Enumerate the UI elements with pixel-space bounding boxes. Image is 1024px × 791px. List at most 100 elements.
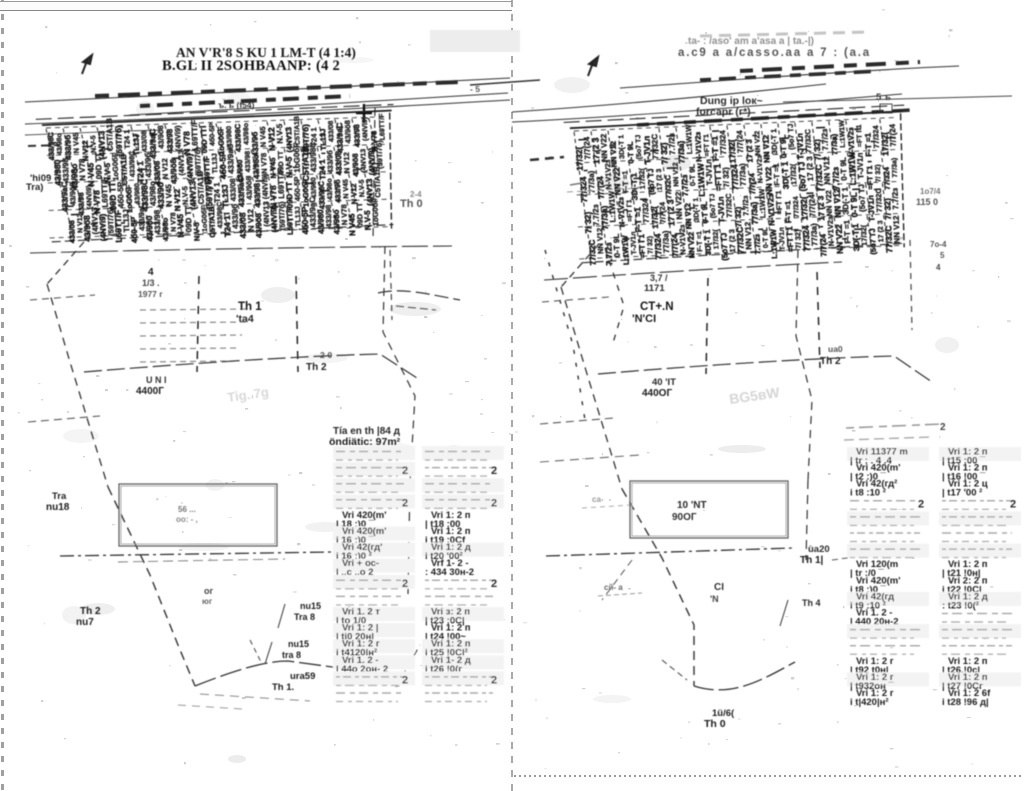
svg-text:2: 2 bbox=[402, 465, 408, 477]
svg-text:'ta4: 'ta4 bbox=[236, 313, 254, 325]
svg-text:N-V1V2з: N-V1V2з bbox=[677, 224, 687, 255]
svg-text:| t2 :)0 ¯: | t2 :)0 ¯ bbox=[850, 472, 887, 483]
svg-text:=FТ Г1: =FТ Г1 bbox=[637, 234, 647, 258]
svg-text:N.V-5: N.V-5 bbox=[90, 135, 98, 153]
svg-text:NN V22: NN V22 bbox=[686, 232, 696, 259]
svg-text:7/7(24: 7/7(24 bbox=[596, 176, 606, 200]
svg-text:'N: 'N bbox=[710, 594, 719, 604]
svg-text:L:1W1W: L:1W1W bbox=[607, 190, 617, 222]
svg-text:2: 2 bbox=[491, 578, 497, 590]
svg-text:(59T/7б): (59T/7б) bbox=[277, 201, 287, 231]
svg-text:N V12: N V12 bbox=[342, 152, 352, 173]
svg-text:N V45: N V45 bbox=[268, 157, 278, 178]
svg-text:i t8 :)0 ¯: i t8 :)0 ¯ bbox=[850, 584, 887, 595]
svg-text:TL13J: TL13J bbox=[318, 128, 328, 150]
svg-text:N V12: N V12 bbox=[349, 183, 359, 204]
svg-text:Vri 1: 2 д: Vri 1: 2 д bbox=[948, 591, 988, 602]
svg-text:NN V12: NN V12 bbox=[683, 203, 693, 230]
svg-text:77/324: 77/324 bbox=[882, 166, 892, 190]
svg-text:(59T/7б): (59T/7б) bbox=[203, 176, 214, 209]
svg-text:77/3а): 77/3а) bbox=[587, 170, 597, 193]
svg-text:(5о7 TJ: (5о7 TJ bbox=[786, 123, 796, 150]
svg-text:2: 2 bbox=[918, 498, 924, 510]
svg-text:4б0-5P: 4б0-5P bbox=[292, 176, 302, 201]
svg-text:N V45: N V45 bbox=[175, 214, 186, 238]
svg-text:43/980: 43/980 bbox=[144, 215, 155, 242]
svg-text:77/3а): 77/3а) bbox=[677, 140, 687, 163]
svg-text:T-JV1л: T-JV1л bbox=[630, 231, 638, 254]
svg-text:C5T/A1B: C5T/A1B bbox=[105, 118, 115, 152]
svg-text:(4NVi9): (4NVi9) bbox=[173, 125, 183, 151]
svg-text:1оG0бF: 1оG0бF bbox=[301, 178, 311, 207]
svg-text:ЗD(-T 1: ЗD(-T 1 bbox=[618, 135, 626, 160]
svg-text:433/98C: 433/98C bbox=[317, 180, 327, 209]
svg-text:7/ 32): 7/ 32) bbox=[793, 229, 803, 249]
svg-text:T-JV1л: T-JV1л bbox=[779, 227, 787, 250]
svg-text:7/ 32): 7/ 32) bbox=[582, 211, 593, 233]
svg-text:17/32(: 17/32( bbox=[650, 205, 660, 228]
svg-text:N V78: N V78 bbox=[91, 190, 102, 214]
svg-text:nu15: nu15 bbox=[288, 639, 309, 649]
svg-text:0-T 9L: 0-T 9L bbox=[849, 192, 860, 217]
svg-text:nu18: nu18 bbox=[46, 502, 70, 513]
svg-text:ВG5вW: ВG5вW bbox=[728, 384, 781, 407]
svg-text:Vri 1: 2 п: Vri 1: 2 п bbox=[948, 447, 988, 458]
svg-text:i t|420|н²: i t|420|н² bbox=[850, 697, 889, 708]
svg-text:NN V22: NN V22 bbox=[612, 166, 622, 195]
svg-text:N V12: N V12 bbox=[81, 140, 91, 161]
svg-text:77/324: 77/324 bbox=[718, 130, 728, 155]
svg-text:B.GL II 2SOHBAANP: (4 2: B.GL II 2SOHBAANP: (4 2 bbox=[162, 58, 340, 74]
svg-text:433/98C: 433/98C bbox=[129, 151, 137, 178]
svg-text:7/7(24: 7/7(24 bbox=[670, 233, 680, 257]
svg-text:433/98C: 433/98C bbox=[46, 131, 56, 160]
svg-text:1оG0бF: 1оG0бF bbox=[292, 143, 302, 173]
svg-text:43/98о: 43/98о bbox=[148, 181, 158, 206]
svg-text:09D TT: 09D TT bbox=[94, 152, 104, 179]
svg-text:17/32(: 17/32( bbox=[727, 139, 738, 164]
svg-text:(5о7 TJ: (5о7 TJ bbox=[857, 184, 867, 212]
svg-text:433/98: 433/98 bbox=[76, 192, 86, 215]
svg-text:TL13J: TL13J bbox=[221, 184, 231, 207]
svg-text:(4NV13: (4NV13 bbox=[261, 201, 271, 227]
svg-text:- 5: - 5 bbox=[470, 84, 480, 94]
svg-text:T24 1: T24 1 bbox=[222, 215, 233, 237]
svg-text:L:1W1W: L:1W1W bbox=[846, 151, 857, 186]
svg-text:F-T =1: F-T =1 bbox=[772, 163, 782, 186]
svg-text:(5о7 TJ: (5о7 TJ bbox=[635, 135, 643, 160]
svg-text:0-T 9L: 0-T 9L bbox=[612, 233, 622, 257]
svg-text:7.7/2з: 7.7/2з bbox=[752, 234, 762, 255]
svg-text:N V12: N V12 bbox=[173, 188, 183, 211]
svg-text:7/7(24: 7/7(24 bbox=[888, 123, 898, 147]
svg-text:77/324: 77/324 bbox=[729, 164, 740, 191]
svg-text:433/98C: 433/98C bbox=[308, 142, 318, 173]
svg-text:Th 2: Th 2 bbox=[80, 606, 101, 617]
svg-text:N V78: N V78 bbox=[181, 131, 192, 155]
svg-text:(4NVi9): (4NVi9) bbox=[362, 117, 370, 141]
svg-text:56 ...: 56 ... bbox=[178, 505, 196, 514]
svg-text:N V12: N V12 bbox=[160, 158, 170, 179]
svg-text:C5T/A1B: C5T/A1B bbox=[372, 166, 382, 198]
svg-text:=FТ Г1: =FТ Г1 bbox=[856, 124, 864, 147]
svg-text:17/32(: 17/32( bbox=[788, 163, 798, 185]
svg-text:a.c9 a a/casso.aa a 7 : (a.a: a.c9 a a/casso.aa a 7 : (a.a bbox=[678, 47, 871, 59]
svg-text:77/32C: 77/32C bbox=[724, 193, 734, 218]
svg-text:09D TT: 09D TT bbox=[184, 205, 194, 232]
svg-text:433/98: 433/98 bbox=[245, 151, 253, 173]
svg-text:| t26.!0с|: | t26.!0с| bbox=[942, 665, 980, 676]
svg-text:Vri 1: 2 п: Vri 1: 2 п bbox=[948, 559, 988, 570]
svg-text:N V78: N V78 bbox=[78, 158, 88, 181]
svg-text:77/32C: 77/32C bbox=[813, 164, 824, 192]
svg-text:43/980: 43/980 bbox=[310, 177, 318, 199]
svg-text:1оG0бF: 1оG0бF bbox=[124, 184, 134, 213]
svg-text:90ОГ: 90ОГ bbox=[672, 512, 697, 523]
svg-text:N-V1V2з: N-V1V2з bbox=[826, 216, 836, 247]
svg-text:C5T/A1B: C5T/A1B bbox=[300, 146, 311, 182]
svg-text:fоrсарr (г*): fоrсарr (г*) bbox=[696, 106, 751, 118]
svg-text:433/9б: 433/9б bbox=[230, 204, 240, 229]
svg-text:4: 4 bbox=[936, 263, 941, 272]
svg-text:433/08: 433/08 bbox=[67, 220, 77, 243]
svg-text:i t25 !0C|²: i t25 !0C|² bbox=[425, 648, 468, 659]
svg-text:N V12: N V12 bbox=[246, 208, 256, 231]
svg-text:40 'IТ: 40 'IТ bbox=[652, 377, 676, 388]
svg-text:Vri 1. 2 -: Vri 1. 2 - bbox=[856, 608, 892, 619]
